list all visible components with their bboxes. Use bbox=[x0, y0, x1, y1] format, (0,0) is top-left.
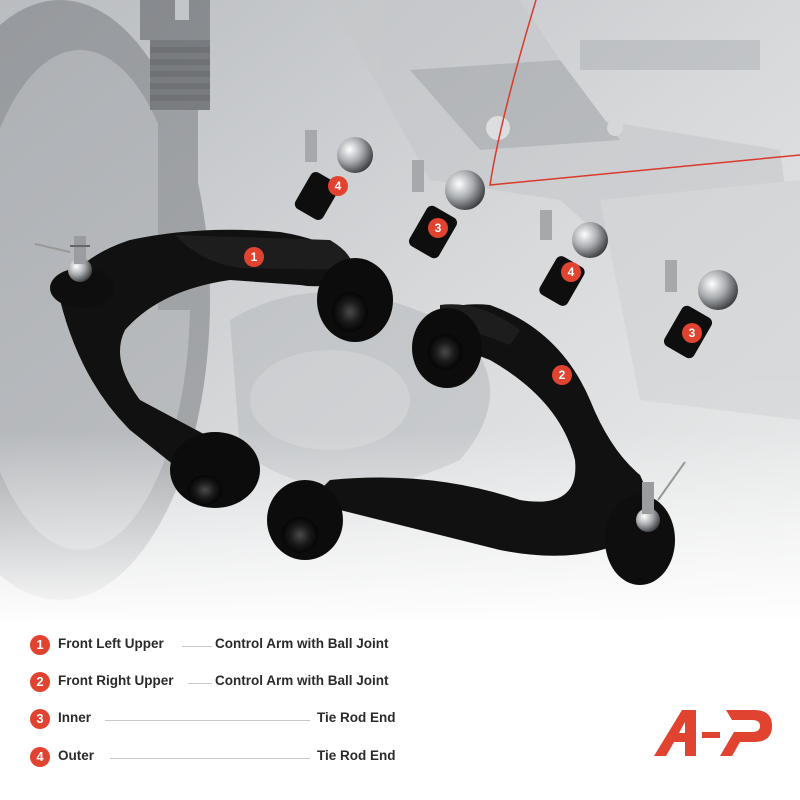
brand-logo bbox=[654, 710, 772, 756]
photo-badge-4a-label: 4 bbox=[335, 179, 342, 193]
photo-badge-2 bbox=[552, 365, 572, 385]
tie-rod-end-outer-a bbox=[294, 130, 373, 220]
photo-badge-3b bbox=[682, 323, 702, 343]
photo-badge-3b-label: 3 bbox=[689, 326, 696, 340]
photo-badge-1-label: 1 bbox=[251, 250, 258, 264]
photo-badge-2-label: 2 bbox=[559, 368, 566, 382]
photo-badge-3a-label: 3 bbox=[435, 221, 442, 235]
photo-badge-3a bbox=[428, 218, 448, 238]
photo-badge-4a bbox=[328, 176, 348, 196]
control-arm-front-left bbox=[34, 229, 393, 508]
photo-badge-4b-label: 4 bbox=[568, 265, 575, 279]
photo-badge-1 bbox=[244, 247, 264, 267]
photo-badge-4b bbox=[561, 262, 581, 282]
